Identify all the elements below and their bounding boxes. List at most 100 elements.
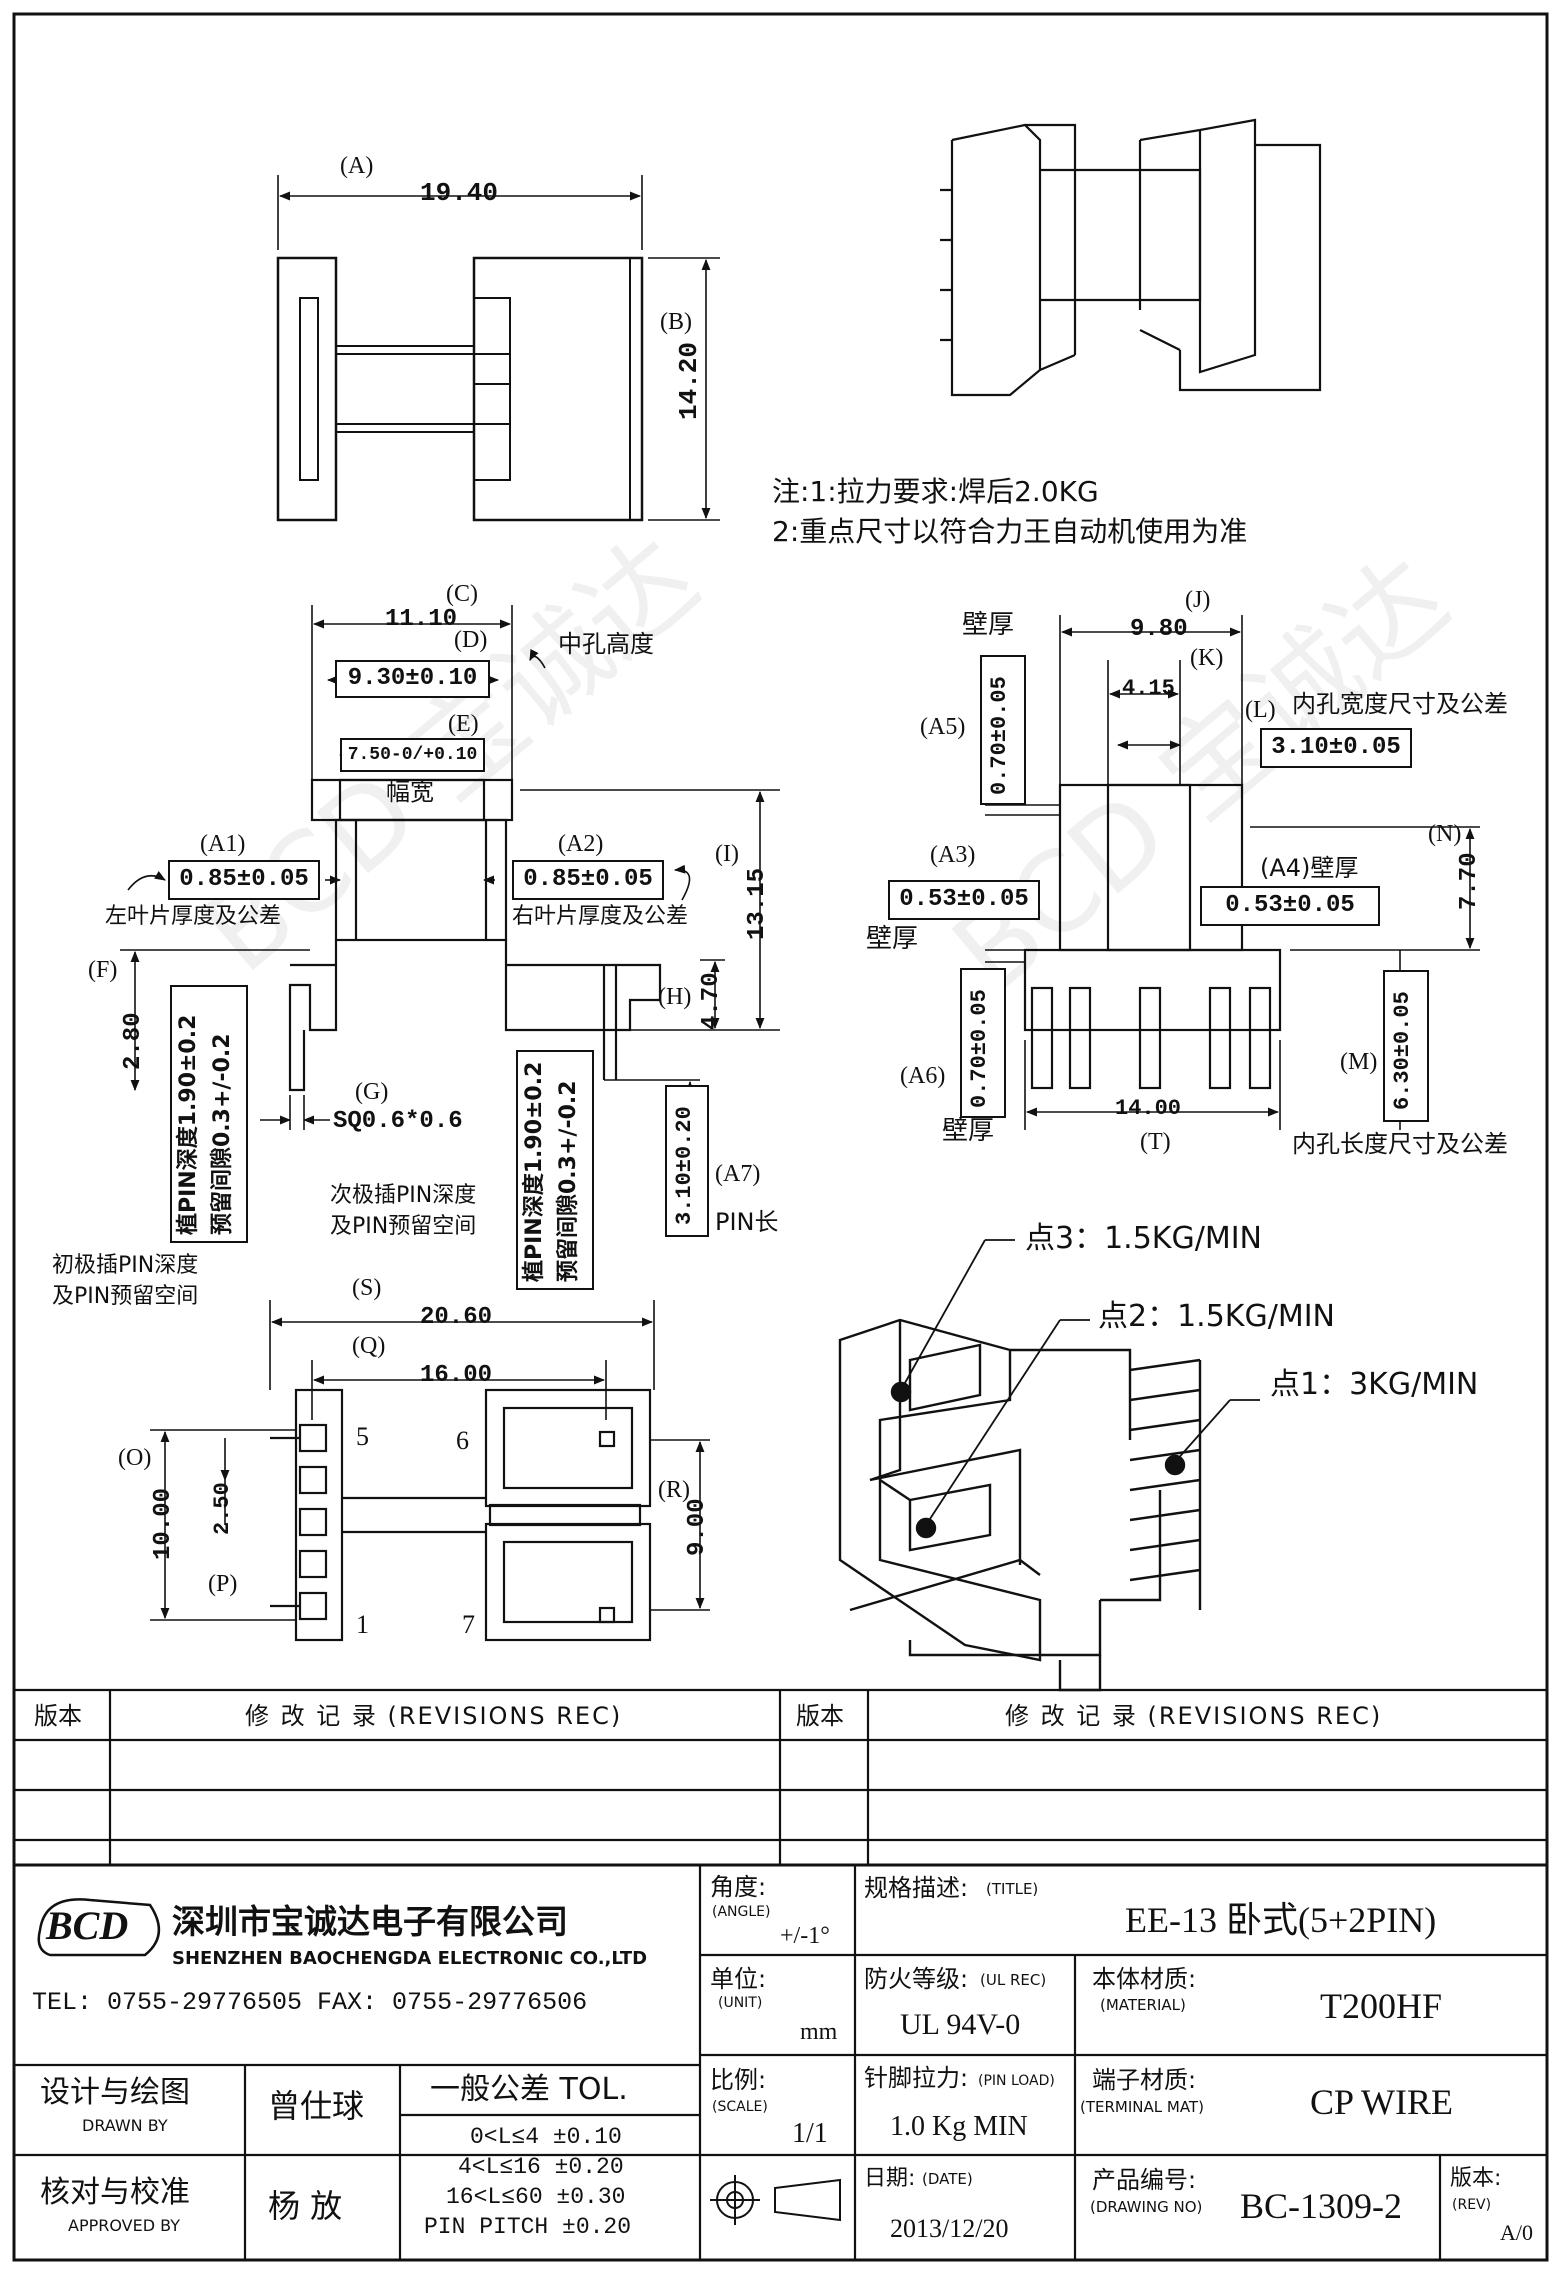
company-name-en: SHENZHEN BAOCHENGDA ELECTRONIC CO.,LTD bbox=[172, 1948, 648, 1969]
dim-t-value: 14.00 bbox=[1115, 1096, 1182, 1121]
note-1: 注:1:拉力要求:焊后2.0KG bbox=[772, 475, 1099, 508]
material-label: 本体材质: bbox=[1092, 1965, 1197, 1993]
dim-a5-label: (A5) bbox=[920, 714, 966, 740]
dim-s-value: 20.60 bbox=[420, 1304, 493, 1331]
dim-a4-value: 0.53±0.05 bbox=[1200, 886, 1380, 926]
tolerance-row: 16<L≤60 ±0.30 bbox=[446, 2184, 626, 2210]
drawing-no-en: (DRAWING NO) bbox=[1090, 2198, 1203, 2216]
dim-m-value: 6.30±0.05 bbox=[1390, 991, 1415, 1110]
dim-h-value: 4.70 bbox=[698, 972, 725, 1030]
drawn-by-value: 曾仕球 bbox=[268, 2087, 365, 2125]
dim-n-label: (N) bbox=[1428, 821, 1462, 847]
dim-n-value: 7.70 bbox=[1456, 852, 1483, 910]
ul-label: 防火等级: bbox=[864, 1965, 969, 1993]
dim-a3-label: (A3) bbox=[930, 842, 976, 868]
isometric-view-bottom bbox=[838, 1318, 1202, 1692]
rev-value: A/0 bbox=[1500, 2220, 1533, 2245]
dim-s-label: (S) bbox=[352, 1275, 382, 1301]
company-logo: BCD bbox=[46, 1903, 129, 1948]
dim-e-value: 7.50-0/+0.10 bbox=[340, 738, 485, 772]
dim-k-label: (K) bbox=[1190, 645, 1224, 671]
scale-value: 1/1 bbox=[792, 2118, 828, 2149]
scale-label: 比例: bbox=[710, 2066, 767, 2094]
dim-a2-note: 右叶片厚度及公差 bbox=[512, 904, 689, 929]
unit-en: (UNIT) bbox=[718, 1995, 763, 2011]
sheet-border bbox=[12, 12, 1549, 2262]
bottom-view-outline bbox=[270, 1388, 652, 1642]
material-en: (MATERIAL) bbox=[1100, 1996, 1186, 2014]
unit-label: 单位: bbox=[710, 1965, 767, 1993]
dim-g-value: SQ0.6*0.6 bbox=[333, 1108, 463, 1135]
date-label: 日期: bbox=[864, 2166, 916, 2191]
dim-a1-value: 0.85±0.05 bbox=[168, 860, 320, 900]
dim-a3-value: 0.53±0.05 bbox=[888, 880, 1040, 920]
dim-r-value: 9.00 bbox=[684, 1498, 711, 1556]
pull-test-leaders bbox=[900, 1239, 1260, 1526]
dim-d-note: 中孔高度 bbox=[558, 630, 654, 658]
primary-note-2: 及PIN预留空间 bbox=[52, 1284, 199, 1309]
dim-o-label: (O) bbox=[118, 1445, 152, 1471]
dim-b-value: 14.20 bbox=[674, 341, 704, 420]
angle-value: +/-1° bbox=[780, 1923, 830, 1949]
secondary-note-1: 次极插PIN深度 bbox=[330, 1183, 477, 1208]
tel-fax: TEL: 0755-29776505 FAX: 0755-29776506 bbox=[32, 1988, 588, 2017]
dim-a5-box bbox=[980, 655, 1026, 805]
tolerance-header: 一般公差 TOL. bbox=[430, 2072, 628, 2107]
pin-depth-box-right bbox=[516, 1050, 594, 1290]
pull-point-1: 点1：3KG/MIN bbox=[1270, 1367, 1479, 1402]
dim-m-label: (M) bbox=[1340, 1049, 1378, 1075]
dim-l-value: 3.10±0.05 bbox=[1260, 728, 1412, 768]
pin-depth-box-left bbox=[170, 985, 248, 1243]
drawn-by-en: DRAWN BY bbox=[82, 2116, 168, 2135]
dim-i-value: 13.15 bbox=[744, 867, 771, 940]
dim-a6-value: 0.70±0.05 bbox=[967, 989, 992, 1108]
ul-en: (UL REC) bbox=[980, 1971, 1047, 1989]
pin-depth-right: 植PIN深度1.90±0.2 bbox=[522, 1061, 547, 1282]
dim-q-value: 16.00 bbox=[420, 1362, 493, 1389]
dim-a7-value: 3.10±0.20 bbox=[672, 1106, 697, 1225]
dim-a6-box bbox=[960, 968, 1006, 1118]
pin-gap-left: 预留间隙0.3+/-0.2 bbox=[210, 1033, 235, 1235]
dim-j-value: 9.80 bbox=[1130, 616, 1188, 643]
tolerance-row: PIN PITCH ±0.20 bbox=[424, 2214, 632, 2240]
pull-point-3: 点3：1.5KG/MIN bbox=[1025, 1221, 1262, 1256]
dim-a6-label: (A6) bbox=[900, 1063, 946, 1089]
title-label: 规格描述: bbox=[864, 1874, 969, 1902]
primary-note-1: 初极插PIN深度 bbox=[52, 1253, 199, 1278]
pin-load-en: (PIN LOAD) bbox=[978, 2073, 1055, 2089]
approved-by-en: APPROVED BY bbox=[68, 2216, 181, 2235]
pull-point-2: 点2：1.5KG/MIN bbox=[1098, 1299, 1335, 1334]
dim-f-label: (F) bbox=[88, 957, 118, 983]
dim-e-label: (E) bbox=[448, 711, 479, 737]
dim-r-label: (R) bbox=[658, 1477, 690, 1503]
rev-records-left: 修 改 记 录 (REVISIONS REC) bbox=[245, 1702, 623, 1730]
drawn-by-label: 设计与绘图 bbox=[40, 2075, 190, 2110]
dim-a2-label: (A2) bbox=[558, 831, 604, 857]
date-en: (DATE) bbox=[922, 2170, 973, 2188]
dim-k-value: 4.15 bbox=[1122, 676, 1175, 701]
dim-a4-label: (A4)壁厚 bbox=[1260, 854, 1359, 882]
wall-label-a5: 壁厚 bbox=[962, 610, 1015, 640]
pin-load-label: 针脚拉力: bbox=[864, 2064, 969, 2092]
dim-o-value: 10.00 bbox=[150, 1487, 177, 1560]
top-view-outline bbox=[276, 256, 644, 522]
dim-j-label: (J) bbox=[1185, 587, 1211, 613]
projection-symbol-icon bbox=[710, 2175, 841, 2225]
unit-value: mm bbox=[800, 2019, 838, 2045]
pin-5-label: 5 bbox=[356, 1422, 369, 1451]
dim-g-label: (G) bbox=[355, 1079, 389, 1105]
company-name-cn: 深圳市宝诚达电子有限公司 bbox=[172, 1902, 568, 1941]
note-2: 2:重点尺寸以符合力王自动机使用为准 bbox=[772, 515, 1248, 548]
terminal-en: (TERMINAL MAT) bbox=[1080, 2098, 1204, 2116]
pin-1-label: 1 bbox=[356, 1610, 369, 1639]
title-block-grid bbox=[14, 1688, 1547, 2260]
dim-a2-value: 0.85±0.05 bbox=[512, 860, 664, 900]
pin-load-value: 1.0 Kg MIN bbox=[890, 2111, 1028, 2142]
drawing-no-value: BC-1309-2 bbox=[1240, 2186, 1402, 2226]
angle-label: 角度: bbox=[710, 1873, 767, 1901]
dim-a7-box bbox=[665, 1085, 709, 1237]
dim-a7-label: (A7) bbox=[715, 1161, 761, 1187]
dim-i-label: (I) bbox=[715, 841, 739, 867]
dim-q-label: (Q) bbox=[352, 1333, 386, 1359]
